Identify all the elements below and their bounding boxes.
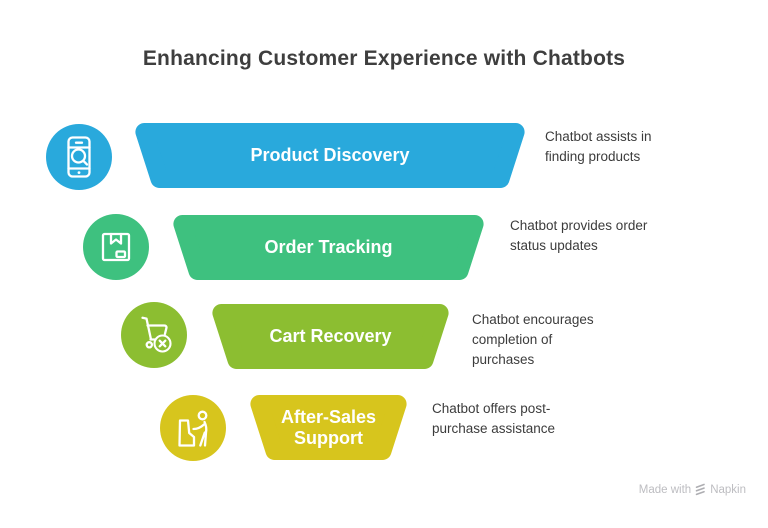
funnel-label: Order Tracking: [264, 237, 393, 257]
funnel-label: Cart Recovery: [269, 326, 392, 346]
funnel-description: Chatbot offers post- purchase assistance: [432, 401, 556, 436]
package-box-icon: [83, 214, 149, 280]
napkin-logo-icon: [695, 483, 705, 496]
funnel-description: Chatbot provides order status updates: [510, 218, 648, 253]
watermark-prefix: Made with: [638, 483, 692, 496]
funnel-segment-after-sales-support: [250, 395, 407, 460]
phone-search-icon: [46, 124, 112, 190]
funnel-description: Chatbot encourages completion of purchas…: [472, 312, 594, 367]
funnel-description: Chatbot assists in finding products: [545, 129, 652, 164]
funnel-segment-product-discovery: [135, 123, 525, 188]
funnel-label: After-Sales Support: [280, 406, 377, 448]
funnel-segment-order-tracking: [173, 215, 484, 280]
cart-remove-icon: [121, 302, 187, 368]
page-title: Enhancing Customer Experience with Chatb…: [142, 47, 626, 70]
person-support-icon: [160, 395, 226, 461]
watermark-brand: Napkin: [710, 483, 746, 496]
made-with-napkin-watermark: Made with Napkin: [639, 483, 746, 496]
funnel-segment-cart-recovery: [212, 304, 449, 369]
funnel-label: Product Discovery: [250, 145, 410, 165]
